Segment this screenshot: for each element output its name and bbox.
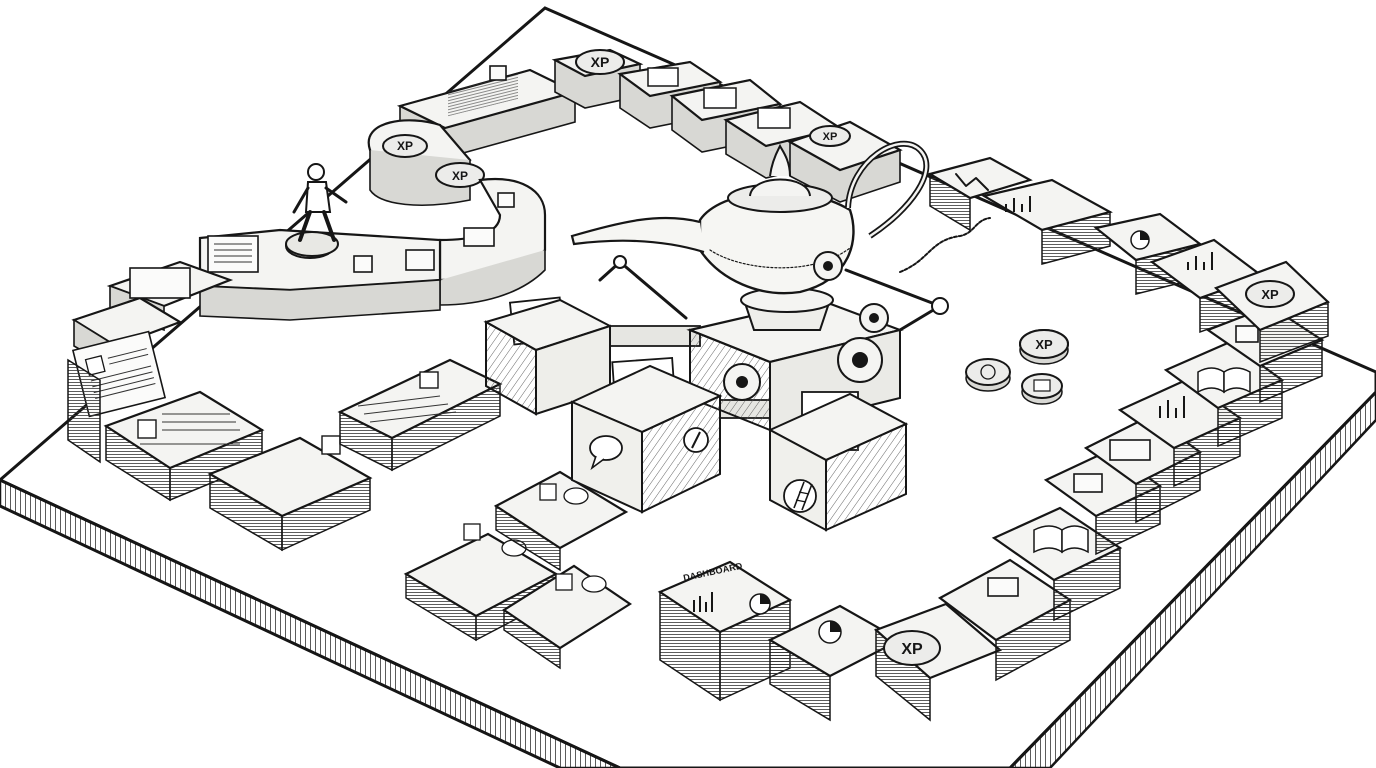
chat-bubble-icon xyxy=(589,435,623,471)
gear-icon xyxy=(813,251,843,281)
sorting-box-center xyxy=(569,357,723,514)
xp-coin-label: XP xyxy=(1261,287,1279,302)
ladder-icon xyxy=(783,479,817,513)
path-right-top: XP xyxy=(927,156,1330,364)
xp-coin-label: XP xyxy=(591,54,610,70)
coin-face-icon xyxy=(965,358,1011,392)
xp-coin-label: XP xyxy=(823,131,838,143)
book-icon xyxy=(1033,525,1089,554)
sorting-box-right xyxy=(767,391,909,532)
pie-chart-icon xyxy=(818,620,842,644)
player-figure[interactable] xyxy=(285,163,348,257)
path-loop-left: XP XP xyxy=(367,119,547,306)
magic-lamp[interactable] xyxy=(570,140,930,331)
xp-coin-label: XP xyxy=(901,641,923,658)
xp-coin-label: XP xyxy=(397,139,413,153)
path-tile-xp-bottom[interactable]: XP xyxy=(873,602,1003,722)
gear-icon xyxy=(859,303,889,333)
book-icon xyxy=(1197,367,1251,394)
bar-chart-icon xyxy=(1159,396,1185,418)
gear-icon xyxy=(723,363,761,401)
path-bottom-left xyxy=(103,358,503,552)
path-row-mid: XP xyxy=(198,228,442,321)
xp-coin-label: XP xyxy=(1035,337,1053,352)
coin-doc-icon xyxy=(1021,373,1063,405)
pie-chart-icon xyxy=(1130,230,1150,250)
bar-chart-icon xyxy=(1187,252,1213,270)
winding-path: XP XP XP XP xyxy=(67,48,1330,722)
pie-chart-icon xyxy=(749,593,771,615)
gauge-icon xyxy=(683,427,709,453)
path-bottom-right: XP xyxy=(767,304,1325,722)
bar-chart-icon xyxy=(693,592,713,612)
path-left-column xyxy=(67,260,234,464)
xp-coin-label: XP xyxy=(452,169,468,183)
resume-card-stacks xyxy=(403,470,633,670)
gear-icon xyxy=(837,337,883,383)
bar-chart-icon xyxy=(1005,196,1031,212)
path-tile-xp-right[interactable]: XP xyxy=(1213,260,1330,364)
xp-coin-loose[interactable]: XP xyxy=(1019,329,1069,365)
sorting-boxes xyxy=(483,296,909,532)
xp-coins: XP xyxy=(965,329,1069,405)
